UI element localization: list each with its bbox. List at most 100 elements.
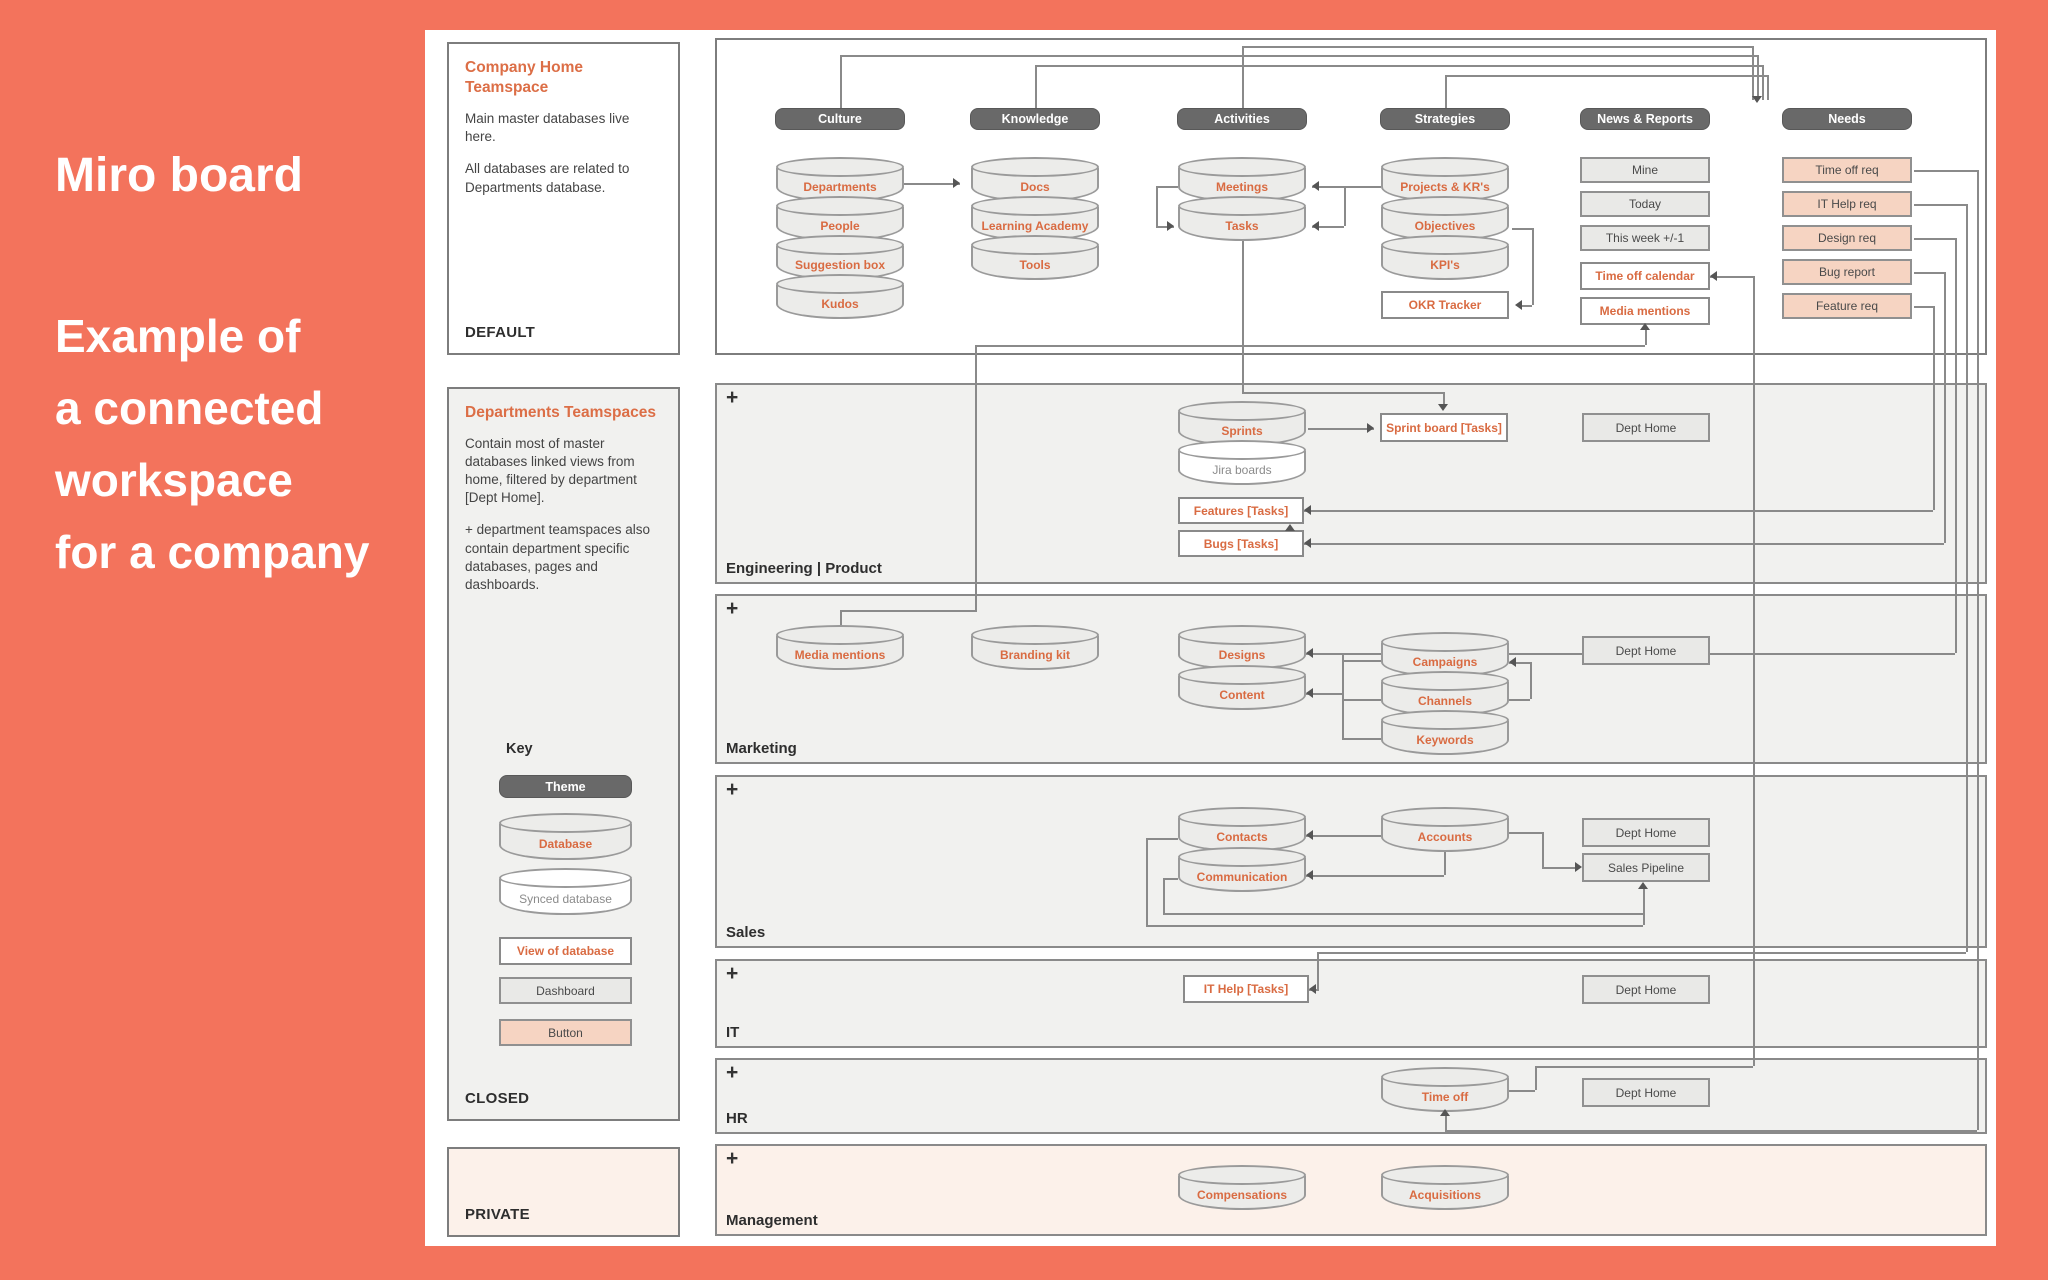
arrow-left-icon xyxy=(1306,830,1313,840)
database-meetings[interactable]: Meetings xyxy=(1178,157,1306,202)
database-label: Learning Academy xyxy=(981,218,1089,233)
line xyxy=(1444,852,1446,875)
view-time-off-calendar[interactable]: Time off calendar xyxy=(1580,262,1710,290)
section-engineering: + Engineering | Product xyxy=(715,383,1987,584)
view-okr-tracker[interactable]: OKR Tracker xyxy=(1381,291,1509,319)
database-label: Jira boards xyxy=(1212,462,1272,477)
line xyxy=(1542,832,1544,867)
database-media-mentions[interactable]: Media mentions xyxy=(776,625,904,670)
arrow-up-icon xyxy=(1640,323,1650,330)
line xyxy=(1977,170,1979,1130)
database-kudos[interactable]: Kudos xyxy=(776,274,904,319)
database-designs[interactable]: Designs xyxy=(1178,625,1306,670)
line xyxy=(1242,241,1244,392)
line xyxy=(1445,75,1767,77)
dashboard-today[interactable]: Today xyxy=(1580,191,1710,217)
arrow-left-icon xyxy=(1306,870,1313,880)
management-plus-icon[interactable]: + xyxy=(726,1147,739,1170)
private-label: PRIVATE xyxy=(465,1206,530,1223)
theme-activities[interactable]: Activities xyxy=(1177,108,1307,130)
line xyxy=(1752,46,1754,100)
line xyxy=(1509,832,1542,834)
line xyxy=(1914,170,1977,172)
theme-culture[interactable]: Culture xyxy=(775,108,905,130)
hr-plus-icon[interactable]: + xyxy=(726,1061,739,1084)
arrow-left-icon xyxy=(1304,538,1311,548)
arrow-right-icon xyxy=(1367,423,1374,433)
section-management: + Management xyxy=(715,1144,1987,1236)
line xyxy=(1163,878,1165,913)
button-feature-req[interactable]: Feature req xyxy=(1782,293,1912,319)
sales-plus-icon[interactable]: + xyxy=(726,778,739,801)
line xyxy=(1530,662,1532,699)
theme-strategies[interactable]: Strategies xyxy=(1380,108,1510,130)
dashboard-dept-home-it[interactable]: Dept Home xyxy=(1582,975,1710,1004)
dashboard-this-week[interactable]: This week +/-1 xyxy=(1580,225,1710,251)
dashboard-dept-home-sales[interactable]: Dept Home xyxy=(1582,818,1710,847)
database-label: Communication xyxy=(1196,869,1288,884)
database-accounts[interactable]: Accounts xyxy=(1381,807,1509,852)
arrow-left-icon xyxy=(1710,271,1717,281)
dashboard-dept-home-hr[interactable]: Dept Home xyxy=(1582,1078,1710,1107)
it-label: IT xyxy=(726,1024,740,1041)
database-campaigns[interactable]: Campaigns xyxy=(1381,632,1509,677)
database-objectives[interactable]: Objectives xyxy=(1381,196,1509,241)
company-home-p2: All databases are related to Departments… xyxy=(465,161,630,195)
default-label: DEFAULT xyxy=(465,324,536,341)
line xyxy=(1342,738,1381,740)
view-bugs-tasks[interactable]: Bugs [Tasks] xyxy=(1178,530,1304,557)
view-media-mentions[interactable]: Media mentions xyxy=(1580,297,1710,325)
line xyxy=(1509,662,1530,664)
arrow-left-icon xyxy=(1509,657,1516,667)
database-kpis[interactable]: KPI's xyxy=(1381,235,1509,280)
departments-panel-p2: + department teamspaces also contain dep… xyxy=(465,522,650,592)
synced-database-jira-boards[interactable]: Jira boards xyxy=(1178,440,1306,485)
view-features-tasks[interactable]: Features [Tasks] xyxy=(1178,497,1304,524)
key-theme-sample: Theme xyxy=(499,775,632,798)
line xyxy=(1344,186,1346,226)
key-database-sample: Database xyxy=(499,813,632,860)
dashboard-mine[interactable]: Mine xyxy=(1580,157,1710,183)
database-label: Sprints xyxy=(1221,423,1263,438)
database-communication[interactable]: Communication xyxy=(1178,847,1306,892)
view-sprint-board-tasks[interactable]: Sprint board [Tasks] xyxy=(1380,413,1508,442)
management-label: Management xyxy=(726,1212,818,1229)
dashboard-sales-pipeline[interactable]: Sales Pipeline xyxy=(1582,853,1710,882)
database-time-off[interactable]: Time off xyxy=(1381,1067,1509,1112)
button-bug-report[interactable]: Bug report xyxy=(1782,259,1912,285)
theme-knowledge[interactable]: Knowledge xyxy=(970,108,1100,130)
key-view-sample: View of database xyxy=(499,937,632,965)
intro-line-1: Example of xyxy=(55,310,301,362)
line xyxy=(1535,1066,1537,1090)
database-tasks[interactable]: Tasks xyxy=(1178,196,1306,241)
database-content[interactable]: Content xyxy=(1178,665,1306,710)
button-time-off-req[interactable]: Time off req xyxy=(1782,157,1912,183)
database-keywords[interactable]: Keywords xyxy=(1381,710,1509,755)
line xyxy=(1762,65,1764,100)
line xyxy=(1342,699,1381,701)
button-design-req[interactable]: Design req xyxy=(1782,225,1912,251)
line xyxy=(1535,1066,1753,1068)
database-branding-kit[interactable]: Branding kit xyxy=(971,625,1099,670)
line xyxy=(1509,699,1530,701)
database-tools[interactable]: Tools xyxy=(971,235,1099,280)
line xyxy=(1317,952,1319,989)
theme-news-reports[interactable]: News & Reports xyxy=(1580,108,1710,130)
database-compensations[interactable]: Compensations xyxy=(1178,1165,1306,1210)
line xyxy=(1645,330,1647,345)
section-hr: + HR xyxy=(715,1058,1987,1134)
database-acquisitions[interactable]: Acquisitions xyxy=(1381,1165,1509,1210)
dashboard-dept-home-engineering[interactable]: Dept Home xyxy=(1582,413,1710,442)
arrow-left-icon xyxy=(1304,505,1311,515)
button-it-help-req[interactable]: IT Help req xyxy=(1782,191,1912,217)
line xyxy=(1242,46,1244,108)
marketing-plus-icon[interactable]: + xyxy=(726,597,739,620)
dashboard-dept-home-marketing[interactable]: Dept Home xyxy=(1582,636,1710,665)
engineering-plus-icon[interactable]: + xyxy=(726,386,739,409)
line xyxy=(1342,653,1344,738)
theme-needs[interactable]: Needs xyxy=(1782,108,1912,130)
company-home-title: Company Home Teamspace xyxy=(465,59,583,97)
it-plus-icon[interactable]: + xyxy=(726,962,739,985)
view-it-help-tasks[interactable]: IT Help [Tasks] xyxy=(1183,975,1309,1003)
departments-teamspaces-panel: Departments Teamspaces Contain most of m… xyxy=(447,387,680,1121)
